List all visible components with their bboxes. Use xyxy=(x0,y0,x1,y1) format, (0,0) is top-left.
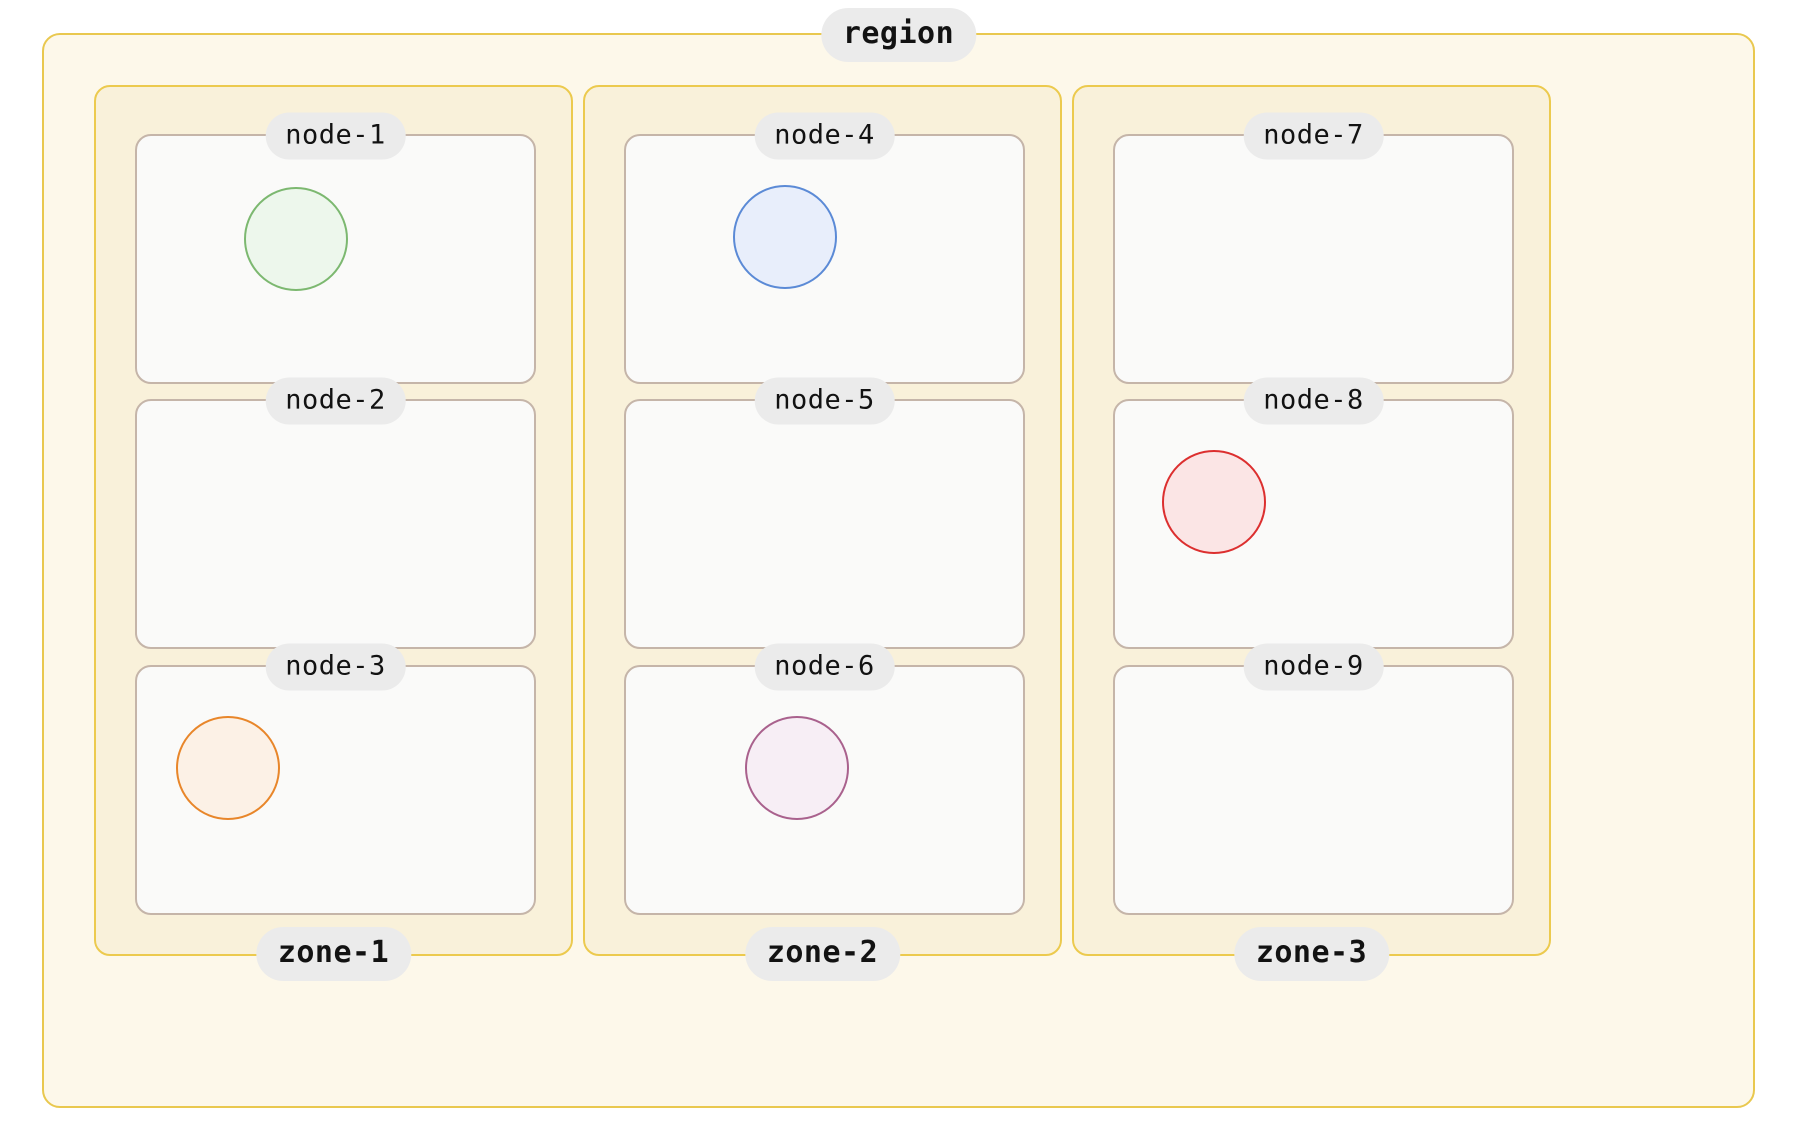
zone-container-1[interactable]: zone-1 node-1 node-2 node-3 xyxy=(94,85,573,981)
node-label-3: node-3 xyxy=(265,643,406,691)
region-label: region xyxy=(820,8,977,62)
region-container[interactable]: region zone-1 node-1 node-2 node-3 zone-… xyxy=(42,8,1755,1108)
node-box-6[interactable]: node-6 xyxy=(624,643,1025,915)
zone-label-1: zone-1 xyxy=(255,927,412,981)
node-label-6: node-6 xyxy=(754,643,895,691)
zone-label-3: zone-3 xyxy=(1233,927,1390,981)
node-box-3[interactable]: node-3 xyxy=(135,643,536,915)
node-shape-circle-orange xyxy=(176,715,281,820)
node-label-5: node-5 xyxy=(754,377,895,425)
zone-label-2: zone-2 xyxy=(744,927,901,981)
node-box-8[interactable]: node-8 xyxy=(1113,377,1514,649)
zone-container-2[interactable]: zone-2 node-4 node-5 node-6 xyxy=(583,85,1062,981)
zone-container-3[interactable]: zone-3 node-7 node-8 node-9 xyxy=(1072,85,1551,981)
node-label-2: node-2 xyxy=(265,377,406,425)
node-box-2[interactable]: node-2 xyxy=(135,377,536,649)
node-label-8: node-8 xyxy=(1243,377,1384,425)
node-label-9: node-9 xyxy=(1243,643,1384,691)
node-shape-circle-red xyxy=(1162,449,1267,554)
node-box-5[interactable]: node-5 xyxy=(624,377,1025,649)
node-box-1[interactable]: node-1 xyxy=(135,112,536,384)
node-box-4[interactable]: node-4 xyxy=(624,112,1025,384)
node-shape-circle-green xyxy=(243,187,348,292)
node-label-4: node-4 xyxy=(754,112,895,160)
node-label-1: node-1 xyxy=(265,112,406,160)
node-label-7: node-7 xyxy=(1243,112,1384,160)
node-shape-circle-purple xyxy=(744,715,849,820)
node-shape-circle-blue xyxy=(732,184,837,289)
node-box-9[interactable]: node-9 xyxy=(1113,643,1514,915)
node-box-7[interactable]: node-7 xyxy=(1113,112,1514,384)
